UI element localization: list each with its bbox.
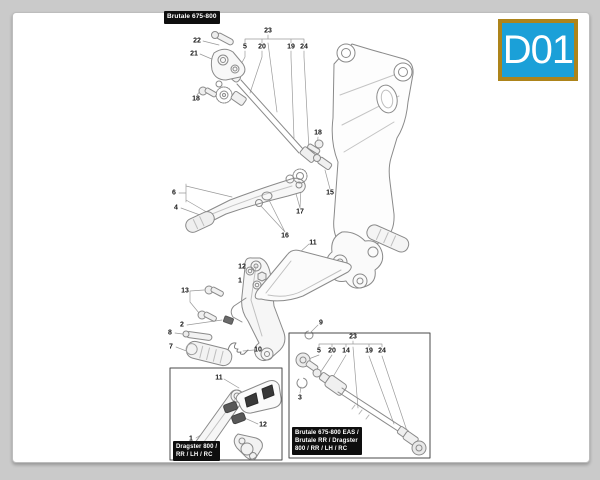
inset-box-dragster xyxy=(169,367,283,461)
tie-rod-part xyxy=(225,67,318,163)
footrest-hanger-part xyxy=(197,257,314,362)
heel-guard-part xyxy=(245,249,352,302)
shift-lever-assembly xyxy=(198,31,247,106)
brutale-eas-label: Brutale 675-800 EAS / Brutale RR / Drags… xyxy=(292,427,362,456)
brutale-eas-label-line1: Brutale 675-800 EAS / xyxy=(295,430,359,436)
gear-pedal-part xyxy=(185,139,333,233)
brutale-eas-label-line3: 800 / RR / LH / RC xyxy=(295,446,348,453)
footpeg-part xyxy=(182,330,233,367)
d01-badge: D01 xyxy=(498,19,578,81)
inset-box-brutale-eas xyxy=(288,332,431,459)
dragster-label-line1: Dragster 800 / xyxy=(176,444,218,450)
brutale-eas-label-line2: Brutale RR / Dragster xyxy=(295,438,358,445)
frame-bracket-part xyxy=(331,43,414,253)
model-tag-label: Brutale 675-800 xyxy=(164,11,220,24)
dragster-label-line2: RR / LH / RC xyxy=(176,452,213,459)
dragster-label: Dragster 800 / RR / LH / RC xyxy=(173,441,221,462)
